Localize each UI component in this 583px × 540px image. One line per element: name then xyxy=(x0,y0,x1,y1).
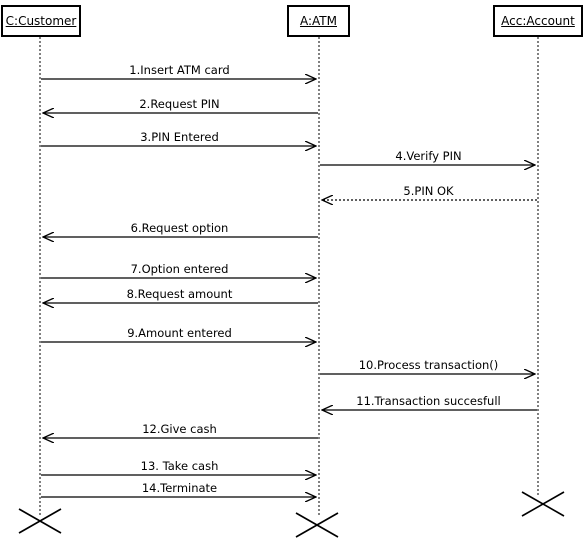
message-label-4: 4.Verify PIN xyxy=(395,149,461,163)
message-2: 2.Request PIN xyxy=(43,97,318,113)
lifeline-head-account: Acc:Account xyxy=(493,5,583,37)
message-label-5: 5.PIN OK xyxy=(403,184,454,198)
lifeline-label-customer: C:Customer xyxy=(5,14,77,28)
message-1: 1.Insert ATM card xyxy=(41,63,316,79)
message-label-6: 6.Request option xyxy=(131,221,229,235)
message-8: 8.Request amount xyxy=(43,287,318,303)
message-4: 4.Verify PIN xyxy=(320,149,535,165)
lifeline-label-atm: A:ATM xyxy=(299,14,337,28)
lifeline-head-customer: C:Customer xyxy=(1,5,81,37)
destruction-marks-layer xyxy=(18,491,565,538)
message-10: 10.Process transaction() xyxy=(320,358,535,374)
message-13: 13. Take cash xyxy=(41,459,316,475)
message-label-11: 11.Transaction succesfull xyxy=(356,394,500,408)
message-label-14: 14.Terminate xyxy=(142,481,217,495)
message-11: 11.Transaction succesfull xyxy=(322,394,537,410)
lifeline-head-atm: A:ATM xyxy=(287,5,350,37)
message-7: 7.Option entered xyxy=(41,262,316,278)
message-label-10: 10.Process transaction() xyxy=(359,358,499,372)
message-label-8: 8.Request amount xyxy=(127,287,233,301)
message-label-7: 7.Option entered xyxy=(131,262,229,276)
message-label-13: 13. Take cash xyxy=(141,459,219,473)
message-label-12: 12.Give cash xyxy=(142,422,217,436)
destroy-mark-atm xyxy=(295,512,339,538)
message-label-3: 3.PIN Entered xyxy=(140,130,219,144)
lifeline-label-account: Acc:Account xyxy=(501,14,575,28)
message-9: 9.Amount entered xyxy=(41,326,316,342)
message-label-2: 2.Request PIN xyxy=(139,97,219,111)
messages-layer: 1.Insert ATM card 2.Request PIN 3.PIN Ente… xyxy=(41,63,537,497)
message-6: 6.Request option xyxy=(43,221,318,237)
destroy-mark-account xyxy=(521,491,565,517)
message-label-1: 1.Insert ATM card xyxy=(129,63,229,77)
lifelines-layer xyxy=(39,37,539,517)
message-14: 14.Terminate xyxy=(41,481,316,497)
message-label-9: 9.Amount entered xyxy=(127,326,232,340)
message-12: 12.Give cash xyxy=(43,422,318,438)
destroy-mark-customer xyxy=(18,508,62,534)
message-3: 3.PIN Entered xyxy=(41,130,316,146)
message-5: 5.PIN OK xyxy=(322,184,537,200)
